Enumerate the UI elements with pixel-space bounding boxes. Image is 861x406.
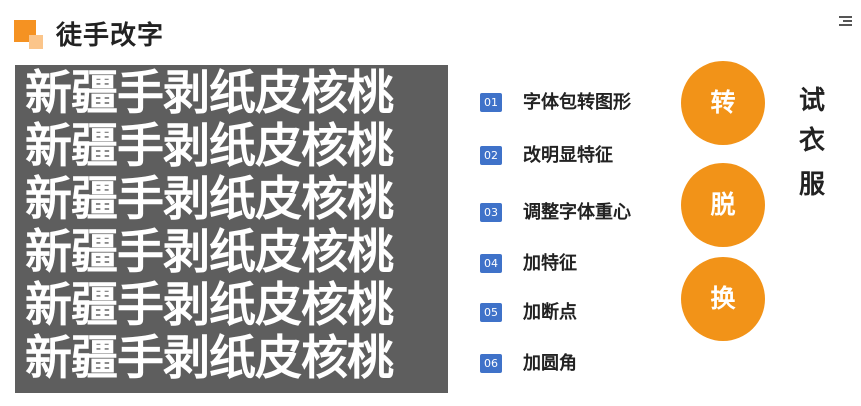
sample-row: 新疆手剥纸皮核桃 xyxy=(25,172,394,227)
circle-badge-zhuan: 转 xyxy=(681,61,765,145)
side-word: 试 xyxy=(798,86,825,116)
sample-row: 新疆手剥纸皮核桃 xyxy=(25,66,394,121)
sample-row: 新疆手剥纸皮核桃 xyxy=(25,278,394,333)
side-word: 衣 xyxy=(798,126,825,156)
step-number-badge: 02 xyxy=(480,146,502,165)
sample-row: 新疆手剥纸皮核桃 xyxy=(25,225,394,280)
step-number-badge: 05 xyxy=(480,303,502,322)
step-label: 字体包转图形 xyxy=(523,92,631,113)
circle-badge-tuo: 脱 xyxy=(681,163,765,247)
menu-icon[interactable] xyxy=(839,16,852,26)
step-label: 加特征 xyxy=(523,253,577,274)
step-number-badge: 01 xyxy=(480,93,502,112)
sample-row: 新疆手剥纸皮核桃 xyxy=(25,331,394,386)
step-number-badge: 04 xyxy=(480,254,502,273)
step-number-badge: 03 xyxy=(480,203,502,222)
step-label: 加圆角 xyxy=(523,353,577,374)
title-squares-icon xyxy=(14,20,48,50)
page-title: 徒手改字 xyxy=(56,21,165,51)
side-word: 服 xyxy=(798,170,825,200)
step-label: 改明显特征 xyxy=(523,145,613,166)
step-label: 加断点 xyxy=(523,302,577,323)
font-sample-panel: 新疆手剥纸皮核桃 新疆手剥纸皮核桃 新疆手剥纸皮核桃 新疆手剥纸皮核桃 新疆手剥… xyxy=(15,65,448,393)
watermark-logo xyxy=(726,0,848,10)
step-label: 调整字体重心 xyxy=(523,202,631,223)
step-number-badge: 06 xyxy=(480,354,502,373)
circle-badge-huan: 换 xyxy=(681,257,765,341)
sample-row: 新疆手剥纸皮核桃 xyxy=(25,119,394,174)
